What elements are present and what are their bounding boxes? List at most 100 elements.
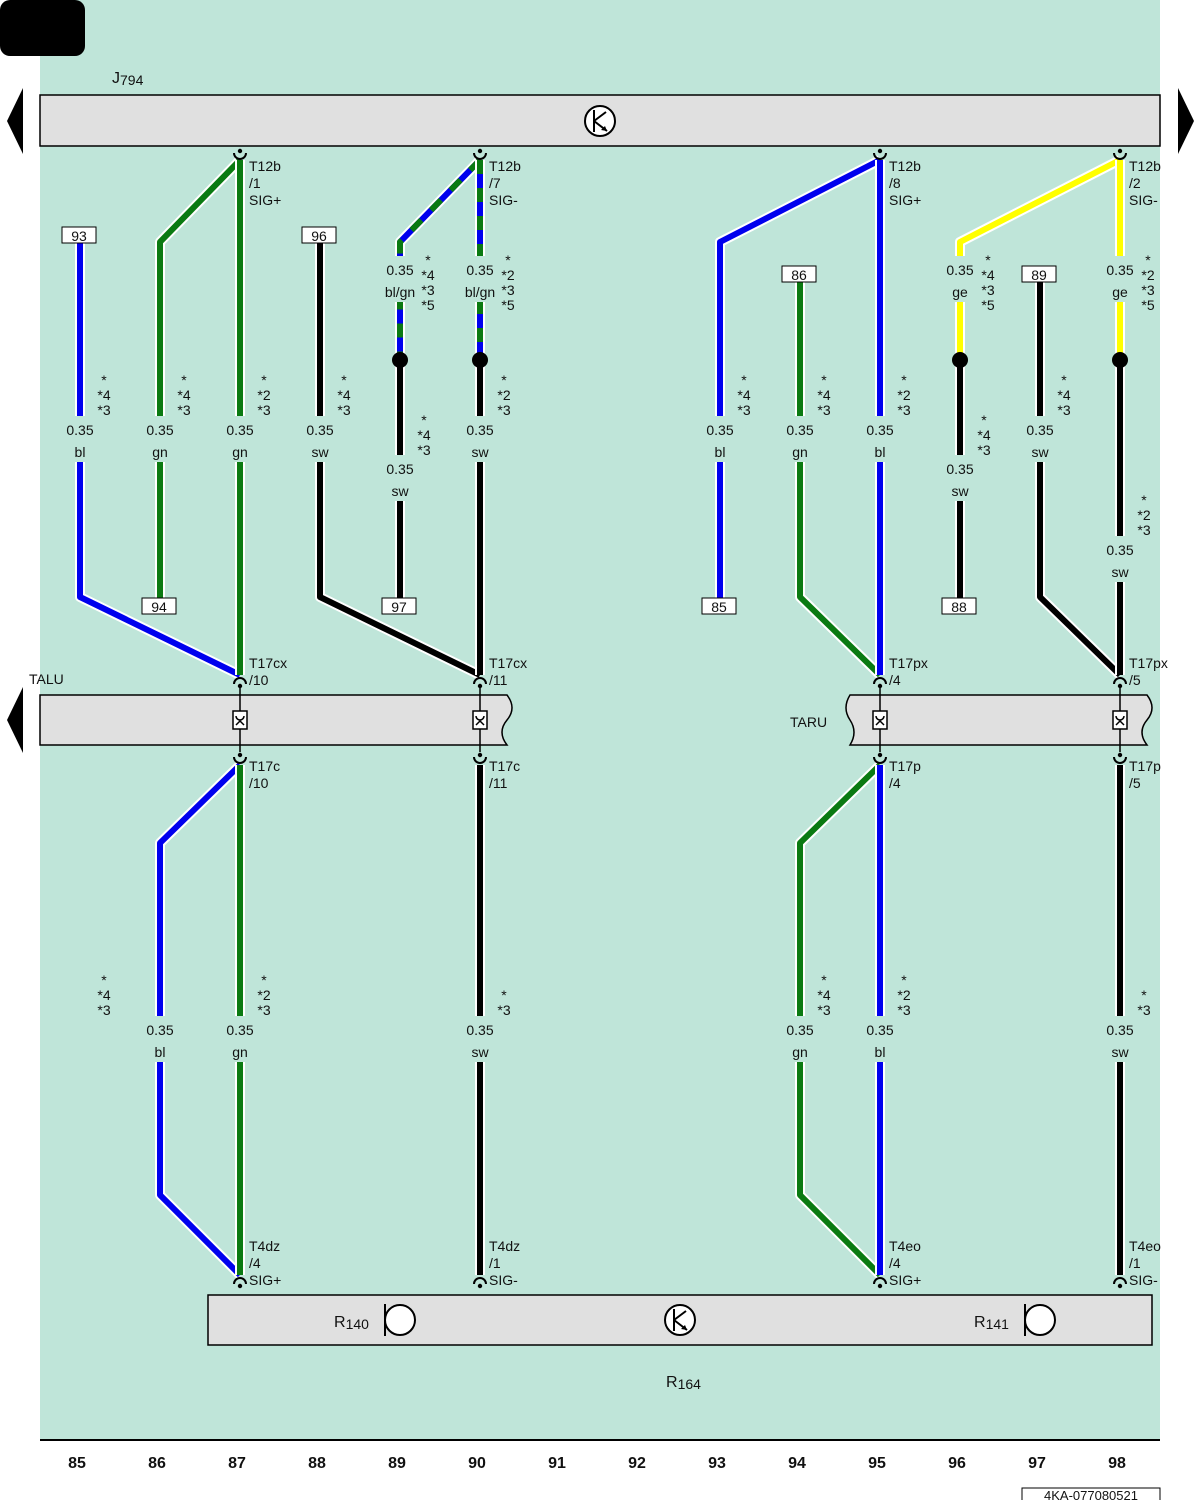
column-number: 87 (228, 1455, 246, 1472)
wire-color-code: sw (471, 444, 489, 460)
wire-size: 0.35 (1106, 1022, 1133, 1038)
wire-footnotes: **4*3 (817, 972, 830, 1018)
connector-t17c-11: T17c/11 (489, 758, 520, 791)
taru-panel (845, 694, 1153, 746)
wire-footnotes: **2*3 (257, 972, 270, 1018)
column-number: 91 (548, 1455, 566, 1472)
connector-t17cx-11: T17cx/11 (489, 655, 527, 688)
page-tab (0, 0, 85, 56)
wire-footnotes: **4*3 (1057, 372, 1070, 418)
wire-size: 0.35 (1106, 542, 1133, 558)
column-number: 85 (68, 1455, 86, 1472)
column-number: 86 (148, 1455, 166, 1472)
wire-color-code: sw (951, 483, 969, 499)
connector-pin-r164 (873, 1277, 887, 1289)
ref-box-86: 86 (781, 265, 817, 283)
taru-label: TARU (790, 714, 827, 730)
labels: 0.35bl**4*30.35gn**4*30.35gn**2*30.35sw*… (56, 252, 1155, 1062)
wire-size: 0.35 (786, 422, 813, 438)
j794-label: J794 (112, 70, 144, 88)
speaker-icon-r140 (384, 1304, 416, 1336)
wire-footnotes: **4*3 (97, 372, 110, 418)
wire-color-code: sw (1111, 1044, 1129, 1060)
wire-t12b7-to-splice89 (395, 156, 484, 360)
svg-text:86: 86 (791, 267, 807, 283)
svg-text:97: 97 (391, 599, 407, 615)
wire-footnotes: **2*3*5 (501, 252, 514, 313)
column-number: 89 (388, 1455, 406, 1472)
svg-text:96: 96 (311, 228, 327, 244)
splice-point (1112, 352, 1128, 368)
r141-label: R141 (974, 1314, 1009, 1332)
wire-color-code: bl (875, 1044, 886, 1060)
column-number: 90 (468, 1455, 486, 1472)
wire-t12b8-to-85 (715, 155, 883, 598)
wire-color-code: ge (1112, 284, 1128, 300)
connector-pin-bottom (1113, 752, 1127, 764)
column-number: 96 (948, 1455, 966, 1472)
wire-footnotes: **2*3 (897, 372, 910, 418)
wire-footnotes: **2*3 (257, 372, 270, 418)
column-number: 88 (308, 1455, 326, 1472)
ref-box-85: 85 (701, 597, 737, 615)
r164-label: R164 (666, 1374, 701, 1392)
ref-box-89: 89 (1021, 265, 1057, 283)
connector-pin-bottom (873, 752, 887, 764)
connector-t17cx-10: T17cx/10 (249, 655, 287, 688)
floating-footnotes: **4*3 (97, 972, 110, 1018)
svg-text:4KA-077080521: 4KA-077080521 (1044, 1488, 1138, 1500)
svg-text:89: 89 (1031, 267, 1047, 283)
wire-t12b1-to-94 (155, 156, 244, 598)
wire-footnotes: **3 (497, 987, 510, 1018)
column-number: 95 (868, 1455, 886, 1472)
wire-color-code: sw (311, 444, 329, 460)
connector-pin-top (233, 677, 247, 689)
ref-box-93: 93 (61, 226, 97, 244)
wire-footnotes: **4*3 (417, 412, 430, 458)
ref-box-97: 97 (381, 597, 417, 615)
svg-text:85: 85 (711, 599, 727, 615)
wire-footnotes: **2*3*5 (1141, 252, 1154, 313)
wire-size: 0.35 (786, 1022, 813, 1038)
column-number: 92 (628, 1455, 646, 1472)
wire-color-code: bl/gn (465, 284, 495, 300)
svg-text:93: 93 (71, 228, 87, 244)
wire-93-to-t17cx10 (75, 243, 243, 680)
svg-text:94: 94 (151, 599, 167, 615)
wire-color-code: sw (1111, 564, 1129, 580)
splice-point (472, 352, 488, 368)
nav-arrow-right-top[interactable] (1178, 88, 1194, 154)
wire-size: 0.35 (146, 422, 173, 438)
wire-size: 0.35 (66, 422, 93, 438)
connector-pin-r164 (233, 1277, 247, 1289)
column-number: 94 (788, 1455, 806, 1472)
wire-footnotes: **2*3 (497, 372, 510, 418)
nav-arrow-left-mid[interactable] (7, 687, 23, 753)
wire-size: 0.35 (146, 1022, 173, 1038)
wire-footnotes: **3 (1137, 987, 1150, 1018)
column-number: 97 (1028, 1455, 1046, 1472)
talu-label: TALU (29, 671, 64, 687)
wire-size: 0.35 (946, 461, 973, 477)
inline-connector-icon (232, 688, 248, 752)
wire-size: 0.35 (386, 262, 413, 278)
wire-color-code: bl/gn (385, 284, 415, 300)
nav-arrow-left-top[interactable] (7, 88, 23, 154)
connector-pin-top (1113, 677, 1127, 689)
